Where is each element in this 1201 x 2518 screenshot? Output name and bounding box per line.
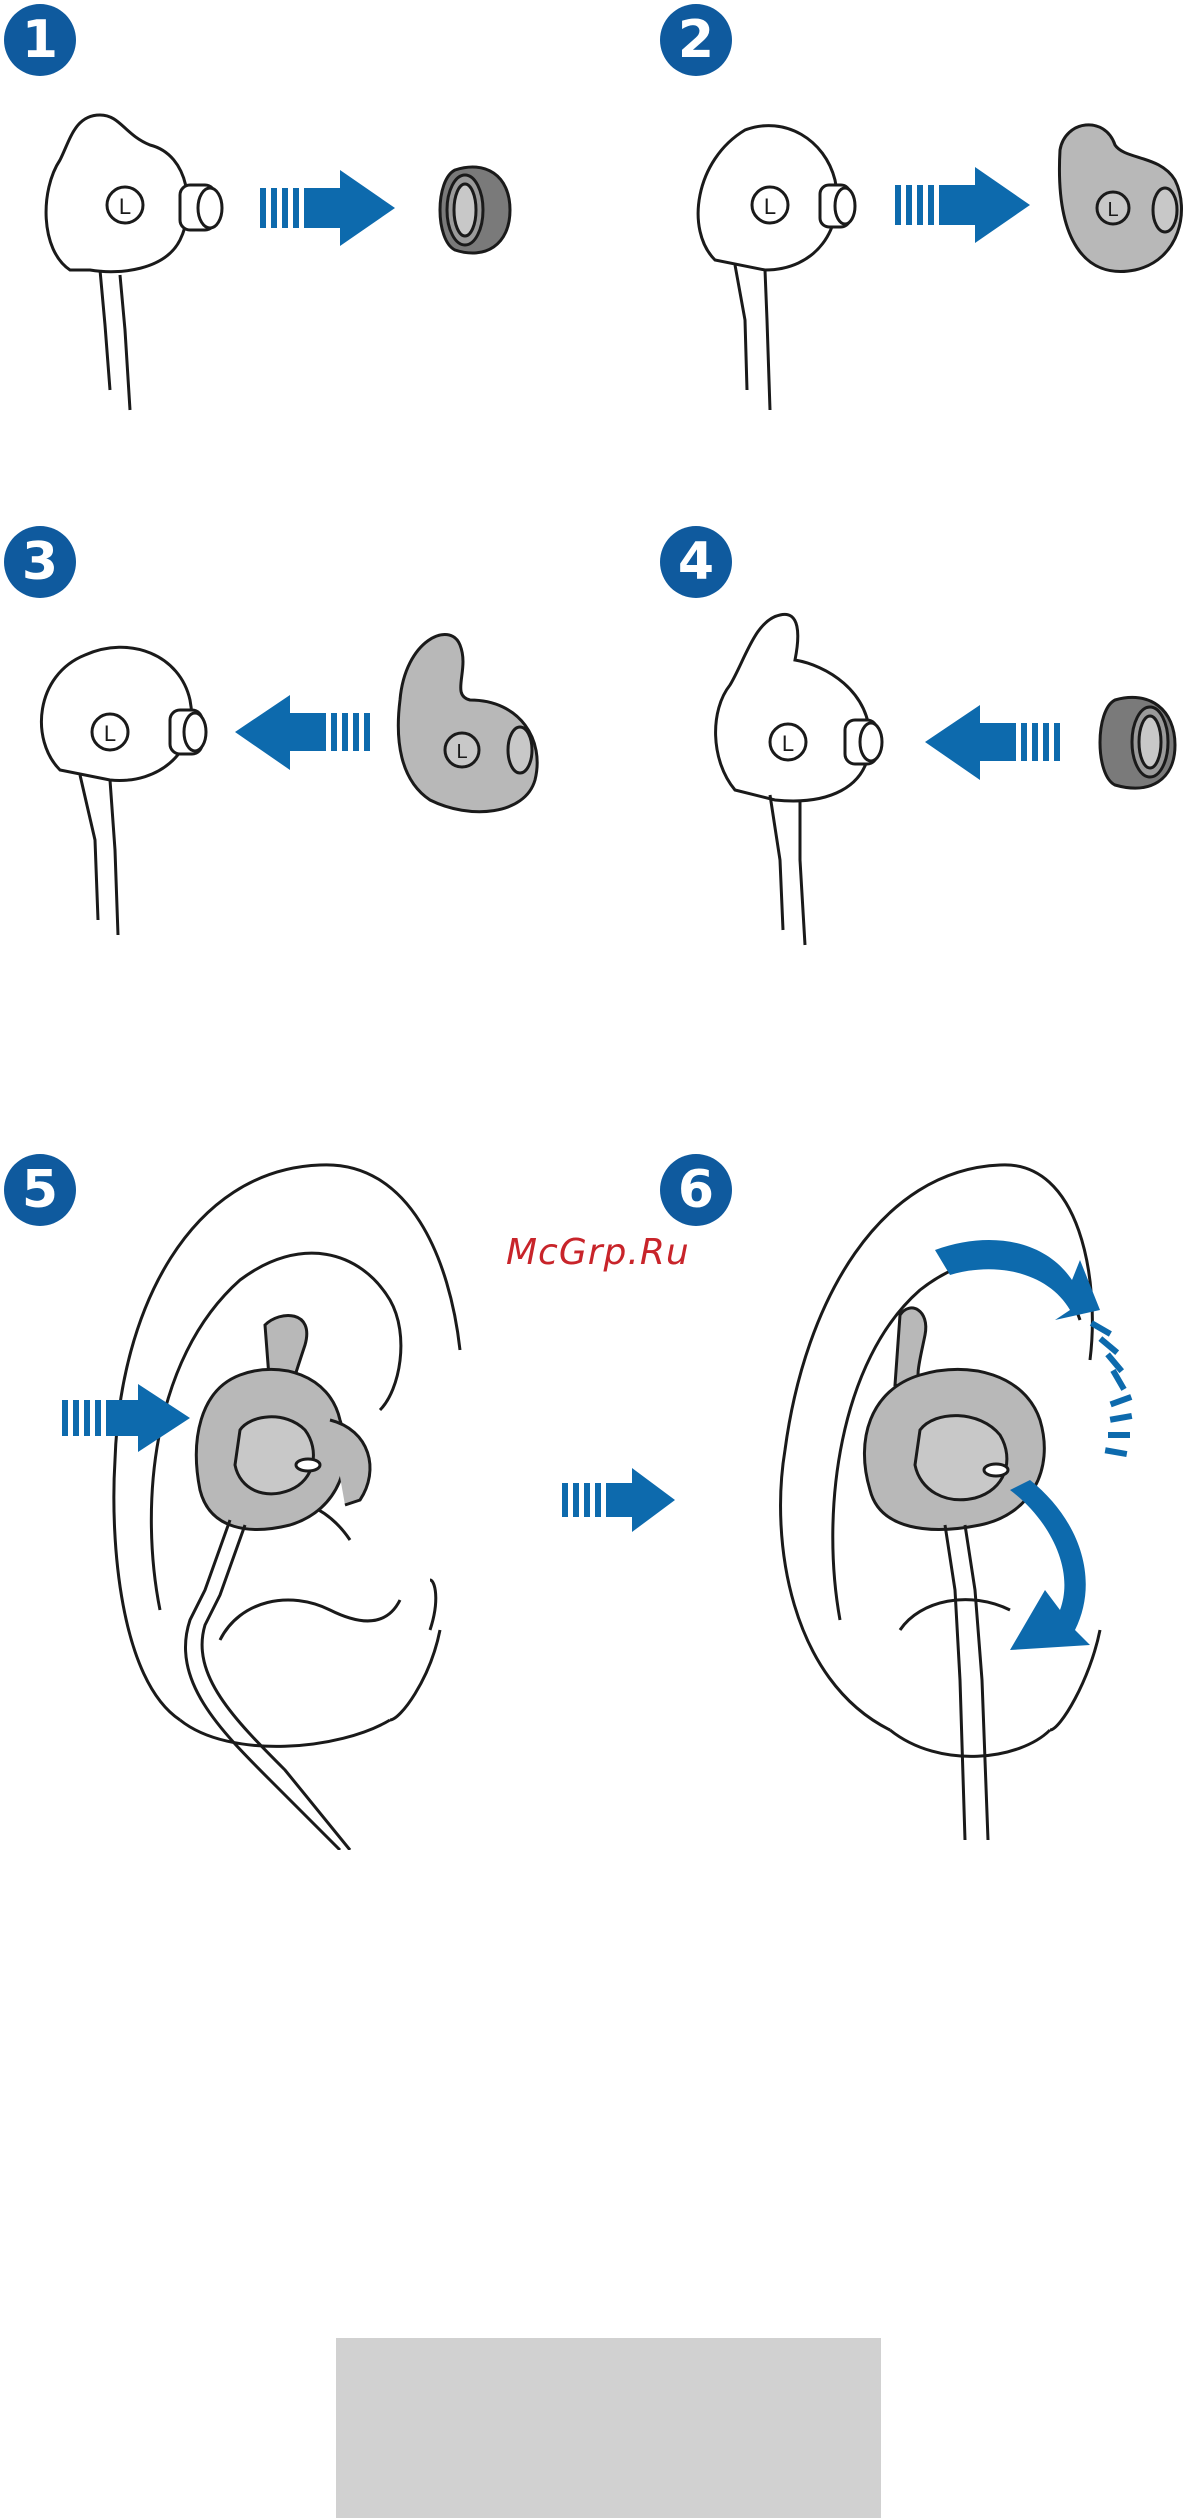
wing-tip-mark: L: [1107, 199, 1118, 221]
footer-placeholder: [336, 2338, 881, 2518]
step-3-badge: 3: [4, 526, 76, 598]
earbud-mark: L: [104, 721, 116, 746]
step-1-badge: 1: [4, 4, 76, 76]
eartip: [1100, 697, 1175, 788]
step-4-badge: 4: [660, 526, 732, 598]
step-3-illustration: L L: [30, 620, 550, 940]
earbud: [196, 1315, 370, 1529]
earbud-mark: L: [119, 194, 131, 219]
watermark: McGrp.Ru: [506, 1232, 690, 1273]
step-6-badge: 6: [660, 1154, 732, 1226]
earbud: [864, 1308, 1044, 1529]
arrow-left-icon: [925, 705, 1060, 780]
step-2-illustration: L L: [685, 120, 1195, 420]
step-4-illustration: L: [705, 610, 1195, 950]
earbud: [41, 647, 206, 935]
earbud: [716, 614, 882, 945]
arrow-right-icon: [260, 170, 395, 246]
step-1-illustration: L: [30, 100, 410, 430]
step-6-illustration: [760, 1160, 1200, 1850]
wing-tip-mark: L: [456, 741, 467, 763]
earbud: [46, 115, 222, 410]
earbud-mark: L: [782, 731, 794, 756]
arrow-right-icon: [560, 1465, 680, 1535]
earbud: [698, 126, 855, 410]
wing-tip: [398, 634, 537, 811]
earbud-mark: L: [764, 194, 776, 219]
step-2-badge: 2: [660, 4, 732, 76]
rotation-dash-marks: [1090, 1320, 1132, 1457]
cable: [945, 1525, 988, 1840]
wing-tip: [1059, 125, 1181, 272]
step-1-eartip: [430, 155, 530, 265]
step-5-illustration: [40, 1160, 500, 1850]
arrow-right-icon: [895, 167, 1030, 243]
arrow-left-icon: [235, 695, 370, 770]
cable: [185, 1520, 350, 1850]
